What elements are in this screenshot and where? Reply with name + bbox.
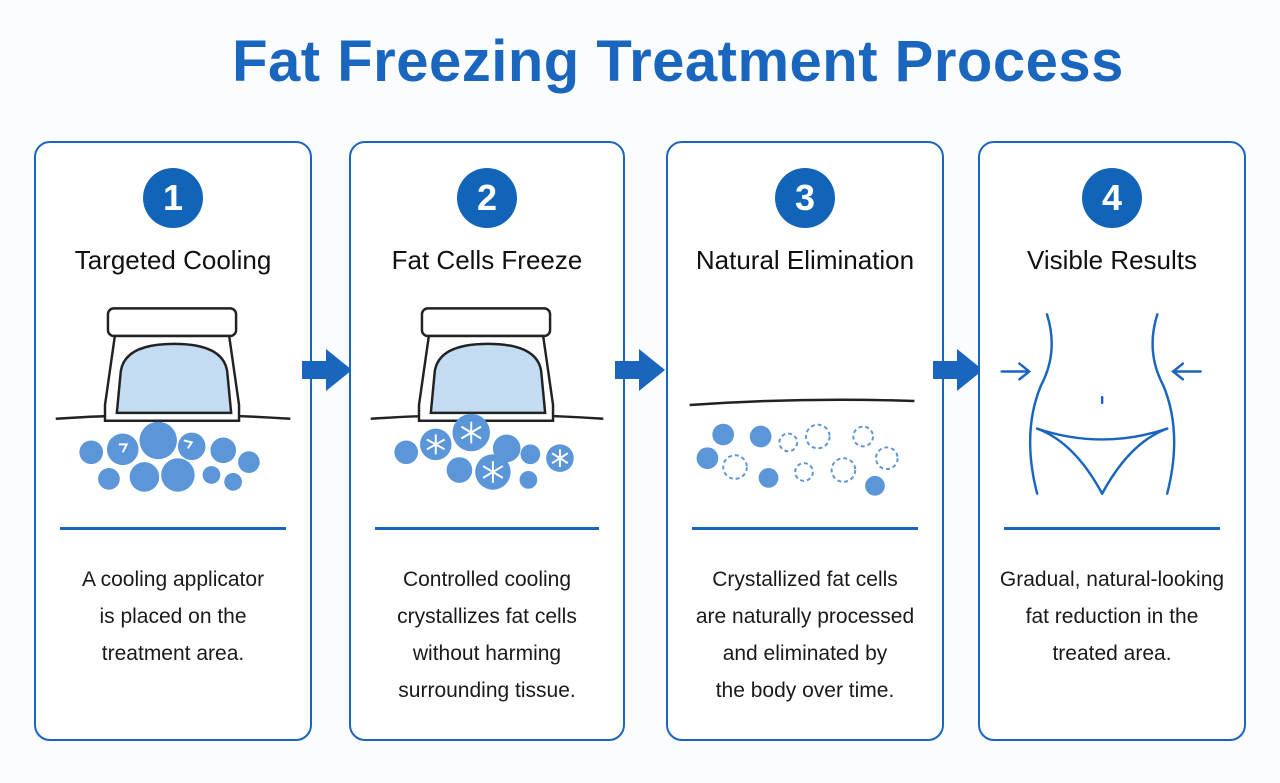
divider bbox=[1004, 527, 1220, 530]
step-card-4: 4 Visible Results Gradual, natural-looki… bbox=[978, 141, 1246, 741]
step-description: Controlled cooling crystallizes fat cell… bbox=[363, 561, 611, 709]
description-line: A cooling applicator bbox=[81, 568, 265, 591]
description-line: surrounding tissue. bbox=[398, 679, 576, 702]
step-card-1: 1 Targeted Cooling A cooling applicator … bbox=[34, 141, 312, 741]
description-line: treated area. bbox=[1052, 642, 1172, 665]
description-line: the body over time. bbox=[715, 679, 895, 702]
step-number-badge: 2 bbox=[457, 168, 517, 228]
description-line: Controlled cooling bbox=[402, 568, 572, 591]
description-line: Crystallized fat cells bbox=[712, 568, 898, 591]
divider bbox=[60, 527, 286, 530]
description-line: crystallizes fat cells bbox=[397, 605, 577, 628]
description-line: fat reduction in the bbox=[1025, 605, 1199, 628]
step-description: A cooling applicator is placed on the tr… bbox=[48, 561, 298, 672]
description-line: are naturally processed bbox=[695, 605, 915, 628]
step-card-2: 2 Fat Cells Freeze Controlled c bbox=[349, 141, 625, 741]
description-line: Gradual, natural-looking bbox=[999, 568, 1225, 591]
page-title: Fat Freezing Treatment Process bbox=[232, 29, 1124, 94]
waist-outline-icon bbox=[980, 293, 1244, 513]
description-line: and eliminated by bbox=[722, 642, 888, 665]
description-line: is placed on the bbox=[99, 605, 247, 628]
step-title: Fat Cells Freeze bbox=[391, 245, 583, 275]
step-card-3: 3 Natural Elimination Crystallized fat c… bbox=[666, 141, 944, 741]
step-number-badge: 4 bbox=[1082, 168, 1142, 228]
frozen-fat-cells-icon bbox=[351, 293, 623, 513]
description-line: treatment area. bbox=[101, 642, 245, 665]
arrow-right-icon bbox=[615, 349, 665, 391]
divider bbox=[692, 527, 918, 530]
arrow-right-icon bbox=[302, 349, 352, 391]
step-title: Natural Elimination bbox=[695, 245, 915, 275]
step-number-badge: 1 bbox=[143, 168, 203, 228]
description-line: without harming bbox=[412, 642, 562, 665]
step-title: Targeted Cooling bbox=[74, 245, 272, 275]
divider bbox=[375, 527, 599, 530]
step-number-badge: 3 bbox=[775, 168, 835, 228]
step-description: Gradual, natural-looking fat reduction i… bbox=[992, 561, 1232, 672]
cooling-applicator-icon bbox=[36, 293, 310, 513]
step-description: Crystallized fat cells are naturally pro… bbox=[680, 561, 930, 709]
fading-fat-cells-icon bbox=[668, 293, 942, 513]
arrow-right-icon bbox=[933, 349, 983, 391]
step-title: Visible Results bbox=[1026, 245, 1198, 275]
